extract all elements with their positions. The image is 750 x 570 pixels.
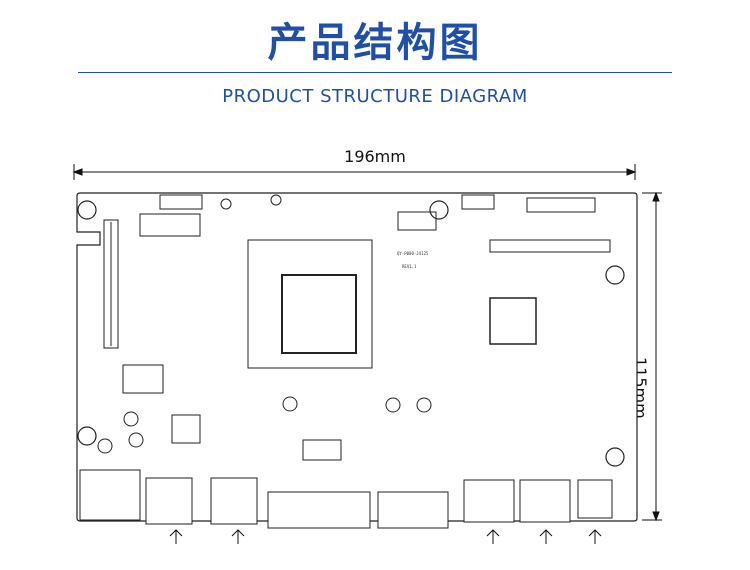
capacitor xyxy=(416,397,432,413)
top-connector-2 xyxy=(139,213,201,237)
serial-connector-2 xyxy=(377,491,449,529)
capacitor xyxy=(282,396,298,412)
capacitor xyxy=(97,438,113,454)
capacitor xyxy=(128,432,144,448)
lan-connector-2 xyxy=(519,479,571,523)
mounting-hole-icon xyxy=(77,426,97,446)
height-dim-arrow-top xyxy=(652,191,660,202)
height-dim-arrow-bottom xyxy=(652,511,660,522)
header-row xyxy=(489,239,611,253)
power-connector xyxy=(79,469,141,521)
chipset xyxy=(489,297,537,345)
mounting-hole-icon xyxy=(429,200,449,220)
page-title-cn: 产品结构图 xyxy=(267,20,483,66)
mounting-hole-icon xyxy=(77,200,97,220)
board-outline xyxy=(76,192,638,522)
arrow-up-icon xyxy=(169,529,183,544)
capacitor xyxy=(123,411,139,427)
mounting-hole-icon xyxy=(605,447,625,467)
board-revision-label: REV1.1 xyxy=(402,264,417,269)
top-connector-3 xyxy=(397,211,437,231)
capacitor xyxy=(220,198,232,210)
memory-slot xyxy=(103,219,119,349)
arrow-up-icon xyxy=(486,529,500,544)
mounting-hole-icon xyxy=(605,265,625,285)
chip-small-1 xyxy=(122,364,164,394)
arrow-up-icon xyxy=(231,529,245,544)
title-divider xyxy=(78,72,672,73)
lan-connector-1 xyxy=(463,479,515,523)
usb-connector-1 xyxy=(145,477,193,525)
soc-outline xyxy=(247,239,373,369)
top-connector-5 xyxy=(526,197,596,213)
chip-small-2 xyxy=(171,414,201,444)
usb-connector-2 xyxy=(210,477,258,525)
arrow-up-icon xyxy=(588,529,602,544)
width-dim-arrow-right xyxy=(626,168,637,176)
capacitor xyxy=(270,194,282,206)
page-title-en: PRODUCT STRUCTURE DIAGRAM xyxy=(222,86,528,107)
width-dimension-label: 196mm xyxy=(344,147,406,166)
top-connector-4 xyxy=(461,194,495,210)
soc-die xyxy=(281,274,357,354)
chip-small-3 xyxy=(302,439,342,461)
top-connector-1 xyxy=(159,194,203,210)
serial-connector-1 xyxy=(267,491,371,529)
capacitor xyxy=(385,397,401,413)
audio-connector xyxy=(577,479,613,519)
board-model-label: QY-P000-J4125 xyxy=(397,251,429,256)
width-dim-arrow-left xyxy=(72,168,83,176)
arrow-up-icon xyxy=(539,529,553,544)
